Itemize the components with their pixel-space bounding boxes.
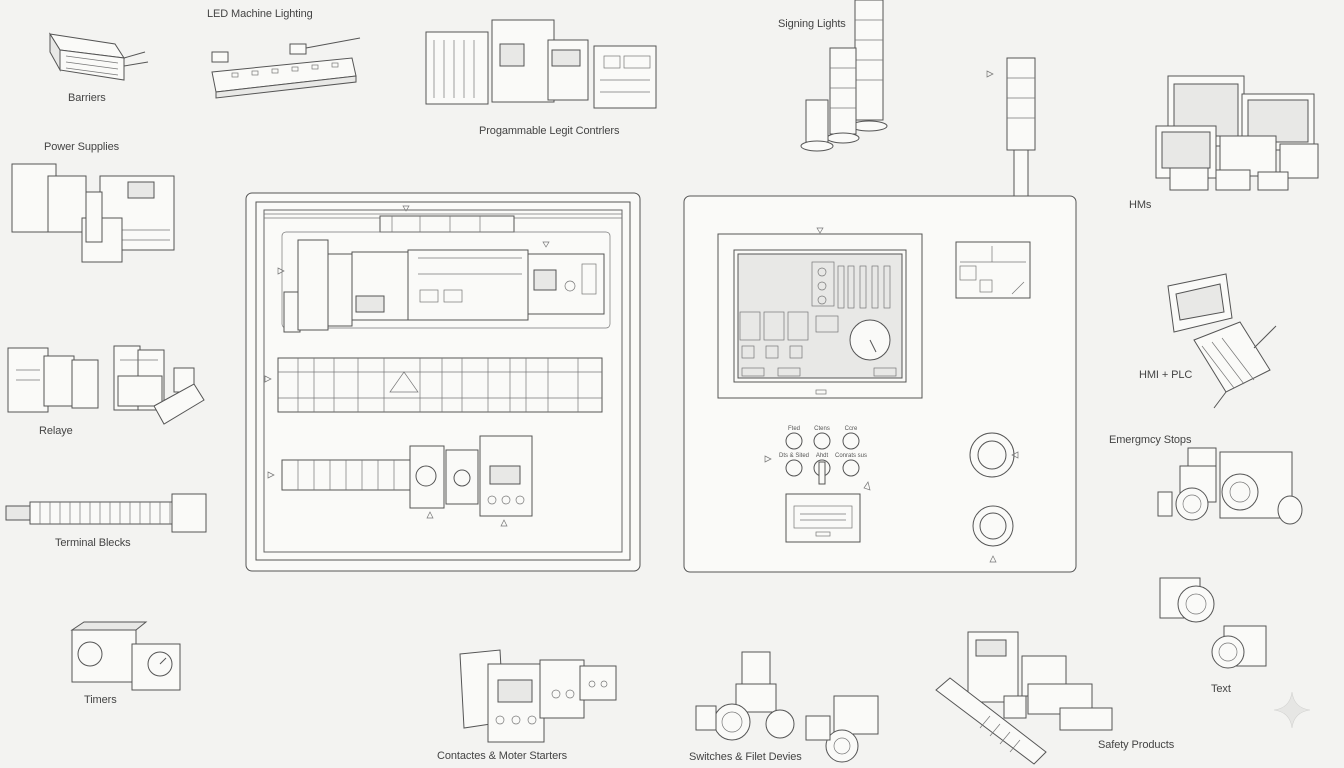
button-caption-6: Conrats sus xyxy=(835,453,867,459)
label-power-supplies: Power Supplies xyxy=(44,141,120,153)
button-caption-1: Fted xyxy=(788,426,800,432)
button-caption-4: Dts & Sited xyxy=(779,453,809,459)
label-signal-lights: Signing Lights xyxy=(778,18,846,30)
label-timers: Timers xyxy=(84,694,117,706)
button-caption-2: Ctens xyxy=(814,426,830,432)
contactor-illustration xyxy=(459,649,617,743)
switch-illustration xyxy=(695,651,879,763)
sparkle-icon xyxy=(1273,691,1311,729)
label-relays: Relaye xyxy=(39,425,73,437)
label-contactors: Contactes & Moter Starters xyxy=(437,750,568,762)
signal-tower-illustration xyxy=(800,0,1036,197)
relay-illustration xyxy=(7,345,205,425)
label-safety-products: Safety Products xyxy=(1098,739,1175,751)
hmi-plc-illustration xyxy=(1167,273,1277,409)
led-light-bar-illustration xyxy=(211,37,361,99)
hmi-illustration xyxy=(1155,75,1319,191)
label-hms: HMs xyxy=(1129,199,1152,211)
control-cabinet-left xyxy=(245,192,641,572)
label-hmi-plc: HMI + PLC xyxy=(1139,369,1193,381)
emergency-stop-illustration xyxy=(1157,447,1303,525)
label-terminal-blocks: Terminal Blecks xyxy=(55,537,131,549)
timer-illustration xyxy=(70,621,181,691)
safety-product-illustration xyxy=(935,631,1113,765)
control-cabinet-right xyxy=(683,195,1077,573)
power-supply-illustration xyxy=(11,163,175,263)
plc-illustration xyxy=(425,19,657,109)
label-switches: Switches & Filet Devies xyxy=(689,751,802,763)
button-caption-5: Ahdt xyxy=(816,453,829,459)
push-button-illustration xyxy=(1159,577,1267,669)
terminal-block-illustration xyxy=(5,493,207,533)
label-text: Text xyxy=(1211,683,1231,695)
pilot-buttons xyxy=(785,432,860,485)
label-emergency-stops: Emergmcy Stops xyxy=(1109,434,1192,446)
button-caption-3: Ccre xyxy=(845,426,858,432)
label-plcs: Progammable Legit Contrlers xyxy=(479,125,620,137)
label-barriers: Barriers xyxy=(68,92,106,104)
label-led-machine-lighting: LED Machine Lighting xyxy=(207,8,313,20)
barrier-illustration xyxy=(48,32,149,81)
